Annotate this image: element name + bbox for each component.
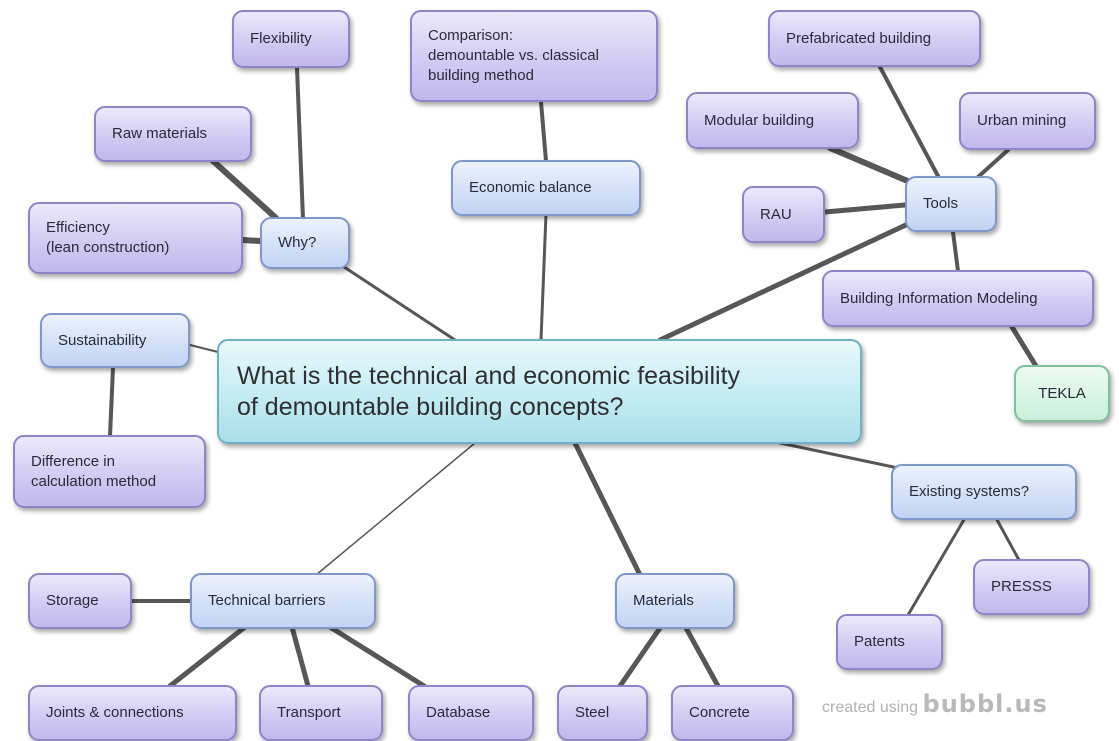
node-why-label: Why? <box>278 234 317 251</box>
edge-why-flexibility <box>295 66 305 221</box>
edge-why-efficiency <box>240 237 263 244</box>
node-economic-balance-label: Economic balance <box>469 179 592 196</box>
edge-tools-urban <box>976 148 1010 179</box>
node-concrete[interactable]: Concrete <box>671 685 794 741</box>
node-tools[interactable]: Tools <box>905 176 997 232</box>
node-modular-building[interactable]: Modular building <box>686 92 859 149</box>
edge-why-raw <box>209 157 279 221</box>
edge-central-economic <box>539 212 548 342</box>
edge-tools-bim <box>951 230 960 273</box>
central-question-text: What is the technical and economic feasi… <box>237 361 741 421</box>
edge-central-technical <box>315 442 476 576</box>
node-storage-label: Storage <box>46 592 99 609</box>
node-transport[interactable]: Transport <box>259 685 383 741</box>
node-technical-barriers-label: Technical barriers <box>208 592 326 609</box>
edge-tools-rau <box>822 202 908 215</box>
edge-central-materials <box>572 440 643 578</box>
node-technical-barriers[interactable]: Technical barriers <box>190 573 376 629</box>
node-prefabricated-building-label: Prefabricated building <box>786 29 932 47</box>
edge-central-existing <box>778 441 900 470</box>
node-database-label: Database <box>426 704 491 721</box>
node-materials-label: Materials <box>633 592 694 609</box>
node-modular-building-label: Modular building <box>704 111 815 129</box>
node-raw-materials[interactable]: Raw materials <box>94 106 252 162</box>
edge-materials-concrete <box>683 625 721 689</box>
node-joints-connections[interactable]: Joints & connections <box>28 685 237 741</box>
node-patents[interactable]: Patents <box>836 614 943 670</box>
edge-technical-joints <box>167 624 248 689</box>
node-transport-label: Transport <box>277 704 341 721</box>
node-efficiency[interactable]: Efficiency (lean construction) <box>28 202 243 274</box>
node-difference-label: Difference in calculation method <box>31 452 157 490</box>
node-presss[interactable]: PRESSS <box>973 559 1090 615</box>
node-economic-balance[interactable]: Economic balance <box>451 160 641 216</box>
edge-bim-tekla <box>1009 324 1039 369</box>
node-database[interactable]: Database <box>408 685 534 741</box>
node-patents-label: Patents <box>854 633 905 650</box>
node-steel[interactable]: Steel <box>557 685 648 741</box>
node-steel-label: Steel <box>575 704 610 721</box>
edge-technical-transport <box>289 624 311 689</box>
node-building-information-modeling[interactable]: Building Information Modeling <box>822 270 1094 327</box>
edge-sustainability-difference <box>108 366 115 438</box>
node-tools-label: Tools <box>923 195 959 212</box>
node-concrete-label: Concrete <box>689 704 750 721</box>
edge-materials-steel <box>617 625 663 689</box>
edge-tools-prefab <box>878 65 940 178</box>
node-comparison-label: Comparison: demountable vs. classical bu… <box>428 27 599 84</box>
edge-technical-database <box>327 624 427 689</box>
node-joints-label: Joints & connections <box>46 704 184 721</box>
node-flexibility-label: Flexibility <box>250 30 312 47</box>
node-tekla-label: TEKLA <box>1038 384 1086 402</box>
edge-tools-modular <box>827 145 913 185</box>
node-prefabricated-building[interactable]: Prefabricated building <box>768 10 981 67</box>
central-question-node[interactable]: What is the technical and economic feasi… <box>217 339 862 444</box>
edge-central-why <box>336 261 457 342</box>
node-materials[interactable]: Materials <box>615 573 735 629</box>
node-difference-in-calculation[interactable]: Difference in calculation method <box>13 435 206 508</box>
node-bim-label: Building Information Modeling <box>840 289 1038 307</box>
node-existing-systems-label: Existing systems? <box>909 483 1030 500</box>
node-comparison[interactable]: Comparison: demountable vs. classical bu… <box>410 10 658 102</box>
node-flexibility[interactable]: Flexibility <box>232 10 350 68</box>
node-existing-systems[interactable]: Existing systems? <box>891 464 1077 520</box>
node-urban-mining-label: Urban mining <box>977 112 1067 129</box>
edge-existing-presss <box>994 516 1021 562</box>
edge-central-sustainability <box>189 344 219 353</box>
edge-existing-patents <box>906 516 967 617</box>
node-storage[interactable]: Storage <box>28 573 132 629</box>
node-sustainability[interactable]: Sustainability <box>40 313 190 368</box>
node-rau-label: RAU <box>760 205 792 223</box>
node-urban-mining[interactable]: Urban mining <box>959 92 1096 150</box>
credit-prefix: created using <box>822 699 919 716</box>
node-raw-materials-label: Raw materials <box>112 125 208 142</box>
node-efficiency-label: Efficiency (lean construction) <box>46 219 170 256</box>
node-presss-label: PRESSS <box>991 578 1052 595</box>
credit-text: created using bubbl.us <box>822 690 1048 718</box>
bubblus-logo: bubbl.us <box>922 690 1048 718</box>
edge-economic-comparison <box>539 100 548 163</box>
edge-central-tools <box>657 220 913 343</box>
node-sustainability-label: Sustainability <box>58 331 147 349</box>
node-why[interactable]: Why? <box>260 217 350 269</box>
node-rau[interactable]: RAU <box>742 186 825 243</box>
node-tekla[interactable]: TEKLA <box>1014 365 1110 422</box>
